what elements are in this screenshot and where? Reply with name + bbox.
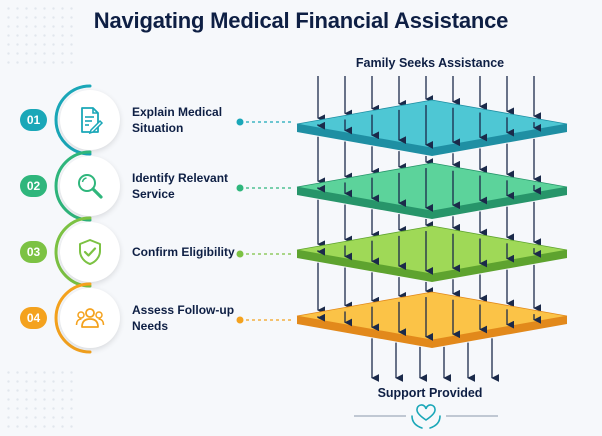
shield-check-icon — [79, 239, 101, 265]
layer-lime-top — [296, 225, 568, 275]
step-4-icon-circle — [60, 288, 120, 348]
step-2-arc — [54, 150, 92, 222]
layer-orange-top — [296, 291, 568, 341]
layers-group — [296, 76, 568, 382]
step-3-label: Confirm Eligibility — [132, 244, 242, 260]
step-3-icon-circle — [60, 222, 120, 282]
magnifier-icon — [78, 174, 103, 199]
flow-start-label: Family Seeks Assistance — [355, 56, 505, 70]
decor-dots-top — [4, 4, 74, 64]
layer-teal-side — [297, 124, 567, 156]
flow-end-label: Support Provided — [377, 386, 483, 400]
step-4-arc — [54, 282, 92, 354]
decor-dots-bottom — [4, 368, 74, 428]
step-1: 01 Explain Medical Situation — [0, 80, 300, 160]
step-1-connector — [236, 118, 294, 126]
layer-lime-side — [297, 250, 567, 282]
step-2: 02 Identify Relevant Service — [0, 146, 300, 226]
step-1-label-line1: Explain Medical — [132, 105, 223, 119]
step-4-label: Assess Follow-up Needs — [132, 302, 242, 334]
step-4: 04 Assess Follow-up Needs — [0, 278, 300, 358]
step-3-badge: 03 — [20, 241, 47, 263]
step-4-badge: 04 — [20, 307, 47, 329]
heart-hands-icon — [354, 404, 498, 429]
step-1-label-line2: Situation — [132, 121, 184, 135]
step-1-icon-circle — [60, 90, 120, 150]
layer-green-side — [297, 187, 567, 219]
layer-teal-top — [296, 99, 568, 149]
step-1-badge: 01 — [20, 109, 47, 131]
step-2-label: Identify Relevant Service — [132, 170, 242, 202]
step-3-label-line1: Confirm Eligibility — [132, 245, 235, 259]
step-4-label-line2: Needs — [132, 319, 169, 333]
step-1-arc — [54, 84, 92, 156]
step-3-connector — [236, 250, 294, 258]
step-3-arc — [54, 216, 92, 288]
document-pen-icon — [81, 107, 104, 135]
step-2-label-line2: Service — [132, 187, 175, 201]
step-2-connector — [236, 184, 294, 192]
step-4-connector — [236, 316, 294, 324]
layer-orange-side — [297, 316, 567, 348]
layer-green-top — [296, 162, 568, 212]
step-3: 03 Confirm Eligibility — [0, 212, 300, 292]
page-title: Navigating Medical Financial Assistance — [93, 8, 509, 33]
step-1-label: Explain Medical Situation — [132, 104, 242, 136]
step-2-label-line1: Identify Relevant — [132, 171, 229, 185]
step-2-icon-circle — [60, 156, 120, 216]
step-2-badge: 02 — [20, 175, 47, 197]
people-icon — [75, 308, 105, 328]
step-4-label-line1: Assess Follow-up — [132, 303, 235, 317]
